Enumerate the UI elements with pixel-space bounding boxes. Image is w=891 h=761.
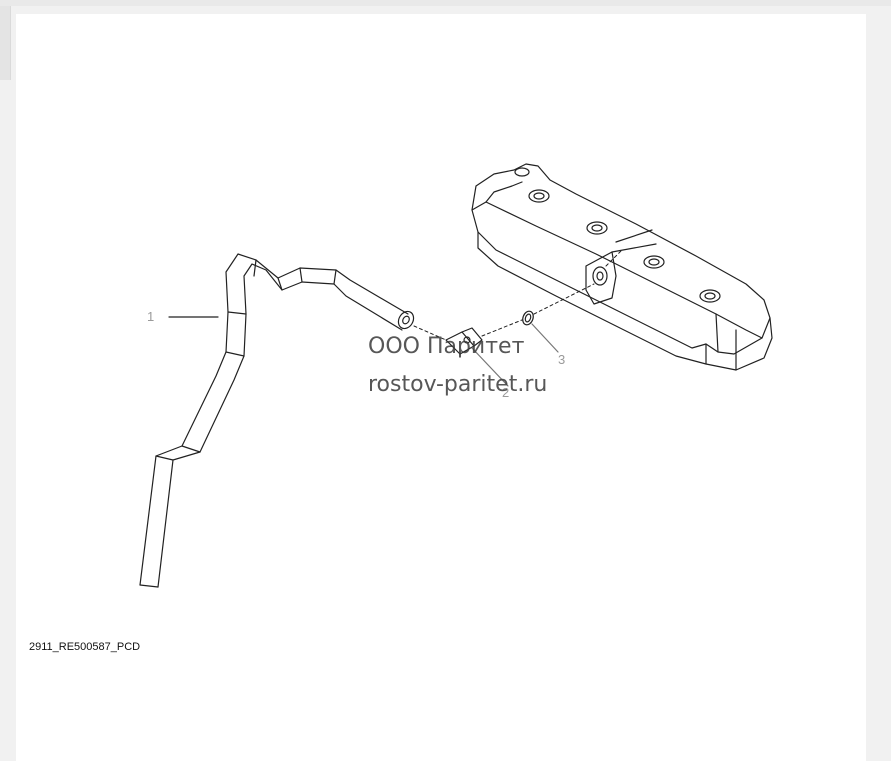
top-strip (0, 0, 891, 6)
callout-2: 2 (502, 385, 510, 400)
watermark-company: ООО Паритет (368, 334, 525, 359)
leader-line-3 (531, 323, 559, 353)
o-ring (522, 310, 534, 326)
drawing-code: 2911_RE500587_PCD (29, 641, 141, 653)
hose-clamp (445, 327, 483, 355)
breather-hose (139, 253, 415, 588)
callout-3: 3 (558, 352, 566, 367)
watermark-site: rostov-paritet.ru (368, 372, 548, 397)
leader-line-2 (471, 347, 509, 387)
parts-diagram (139, 163, 773, 588)
callout-1: 1 (147, 309, 155, 324)
valve-cover (471, 163, 773, 371)
assembly-guide-lines (413, 249, 623, 341)
diagram-sheet: 1 2 3 ООО Паритет rostov-paritet.ru 2911… (16, 14, 866, 761)
left-panel-edge (0, 6, 11, 80)
